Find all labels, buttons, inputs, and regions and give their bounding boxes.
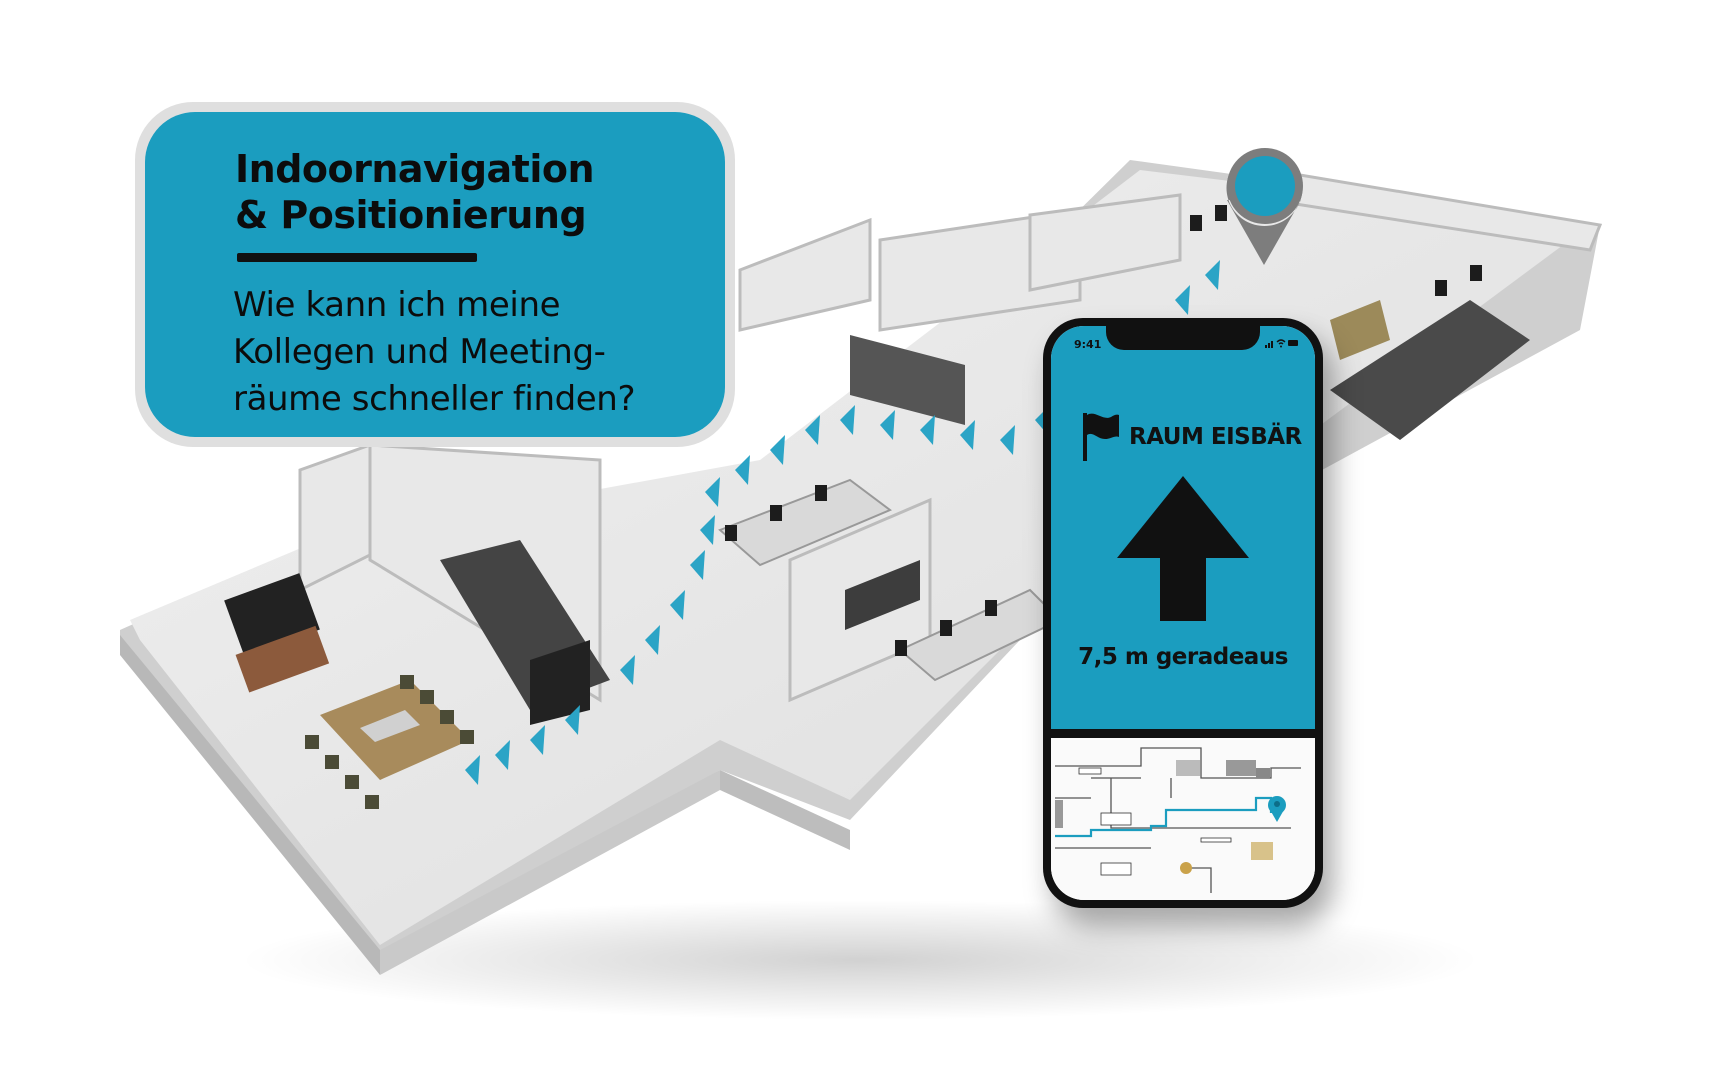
mini-map-pin-icon xyxy=(1268,796,1286,822)
arrow-up-icon xyxy=(1117,476,1249,621)
question-line-2: Kollegen und Meeting- xyxy=(233,332,606,372)
smartphone: 9:41 RAUM EISBÄR xyxy=(1043,318,1323,908)
phone-notch xyxy=(1106,326,1260,350)
signal-wifi-battery-icon xyxy=(1265,339,1298,348)
destination-label: RAUM EISBÄR xyxy=(1129,424,1302,450)
mini-map-route xyxy=(1055,796,1273,838)
center-block-wall xyxy=(720,770,850,850)
info-card-title: Indoornavigation & Positionierung xyxy=(235,146,595,238)
lounge-seating xyxy=(1330,300,1390,360)
title-line-1: Indoornavigation xyxy=(235,147,595,191)
navigation-panel: 9:41 RAUM EISBÄR xyxy=(1051,326,1315,729)
lockers xyxy=(850,335,965,425)
location-pin-icon xyxy=(1226,148,1303,265)
info-card-panel: Indoornavigation & Positionierung Wie ka… xyxy=(145,112,725,437)
ground-shadow xyxy=(240,900,1480,1020)
info-card: Indoornavigation & Positionierung Wie ka… xyxy=(135,102,735,447)
screen-divider xyxy=(1051,729,1315,738)
question-line-3: räume schneller finden? xyxy=(233,379,636,419)
title-line-2: & Positionierung xyxy=(235,193,587,237)
title-divider xyxy=(237,253,477,262)
left-wing-wall xyxy=(120,635,380,975)
info-card-question: Wie kann ich meine Kollegen und Meeting-… xyxy=(233,282,703,423)
right-wing-dark-floor xyxy=(1330,300,1530,440)
mini-map-desks xyxy=(1078,767,1232,876)
phone-screen: 9:41 RAUM EISBÄR xyxy=(1051,326,1315,900)
mini-floor-map[interactable] xyxy=(1051,738,1315,900)
flag-icon xyxy=(1083,413,1119,461)
conference-room xyxy=(224,573,474,809)
question-line-1: Wie kann ich meine xyxy=(233,285,561,325)
mini-map-lounge xyxy=(1180,842,1273,874)
left-wing-front-wall xyxy=(380,770,720,975)
staircase xyxy=(440,540,610,725)
office-chairs xyxy=(725,205,1482,656)
status-bar-time: 9:41 xyxy=(1074,338,1102,351)
distance-instruction: 7,5 m geradeaus xyxy=(1078,644,1288,670)
navigation-route-arrows xyxy=(465,260,1220,785)
mini-map-rooms xyxy=(1055,760,1270,828)
destination-row: RAUM EISBÄR xyxy=(1081,411,1302,463)
status-bar-icons xyxy=(1265,338,1299,351)
